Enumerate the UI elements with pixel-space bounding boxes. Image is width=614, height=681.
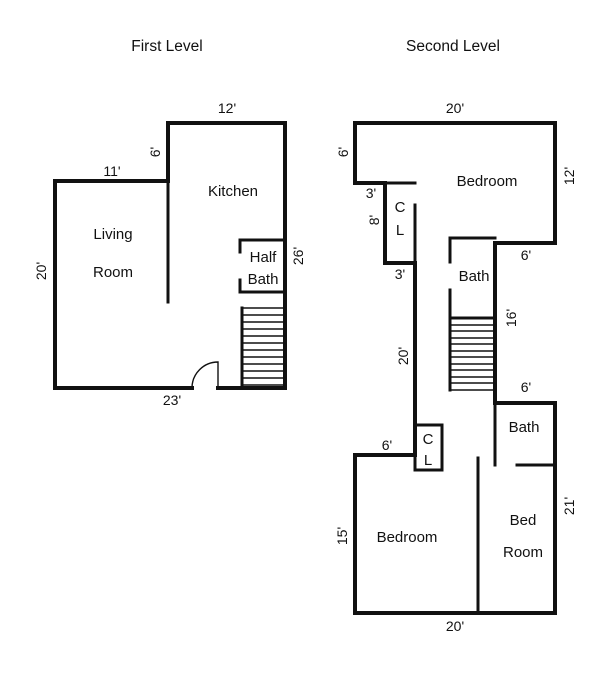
room-label-kitchen: Kitchen: [208, 183, 258, 200]
dim-label-hallway: 20': [395, 347, 411, 365]
room-label-bedroom-right-line2: Room: [503, 544, 543, 561]
dim-label-top: 20': [446, 100, 464, 116]
first-level-exterior-walls: [53, 121, 287, 390]
dim-label-living-top: 11': [103, 163, 120, 179]
room-label-bath-upper: Bath: [459, 268, 490, 285]
dim-label-lower-right: 21': [561, 497, 577, 515]
second-level-title: Second Level: [406, 38, 500, 55]
room-label-living-line2: Room: [93, 264, 133, 281]
second-level-plan: Second Level Bedroom C L Bath Bath C L B…: [334, 38, 577, 634]
dim-label-notch-bottom: 6': [521, 379, 531, 395]
room-label-bedroom-upper: Bedroom: [457, 173, 518, 190]
dim-label-notch-top: 6': [521, 247, 531, 263]
dim-label-left-side: 20': [33, 262, 49, 280]
room-label-half-bath-line2: Bath: [248, 271, 279, 288]
second-level-stairs: [450, 317, 495, 391]
dim-label-bottom: 23': [163, 392, 181, 408]
dim-label-upper-right: 12': [561, 167, 577, 185]
room-label-closet-lower-line2: L: [424, 452, 432, 469]
dim-label-bedroom-top: 6': [382, 437, 392, 453]
second-level-exterior-walls: [353, 121, 557, 615]
first-level-plan: First Level Kitchen Living Room Half Bat…: [33, 38, 306, 408]
first-level-title: First Level: [131, 38, 203, 55]
dim-label-notch-side: 16': [503, 309, 519, 327]
room-label-closet-lower-line1: C: [423, 431, 434, 448]
room-label-living-line1: Living: [93, 226, 132, 243]
dim-label-closet-bottom: 3': [395, 266, 405, 282]
dim-label-kitchen-width: 12': [218, 100, 236, 116]
first-level-interior-walls: [166, 179, 287, 390]
dim-label-right-side: 26': [290, 247, 306, 265]
room-label-bath-lower: Bath: [509, 419, 540, 436]
room-label-bedroom-lower: Bedroom: [377, 529, 438, 546]
dim-label-bottom: 20': [446, 618, 464, 634]
first-level-stairs: [242, 307, 285, 386]
room-label-closet-upper-line2: L: [396, 222, 404, 239]
first-level-door-swing: [191, 361, 219, 389]
room-label-closet-upper-line1: C: [395, 199, 406, 216]
dim-label-lower-left: 15': [334, 527, 350, 545]
dim-label-kitchen-left: 6': [147, 147, 163, 157]
dim-label-closet-side: 8': [366, 215, 382, 225]
room-label-bedroom-right-line1: Bed: [510, 512, 537, 529]
dim-label-upper-left: 6': [335, 147, 351, 157]
room-label-half-bath-line1: Half: [250, 249, 278, 266]
dim-label-closet-top: 3': [366, 185, 376, 201]
